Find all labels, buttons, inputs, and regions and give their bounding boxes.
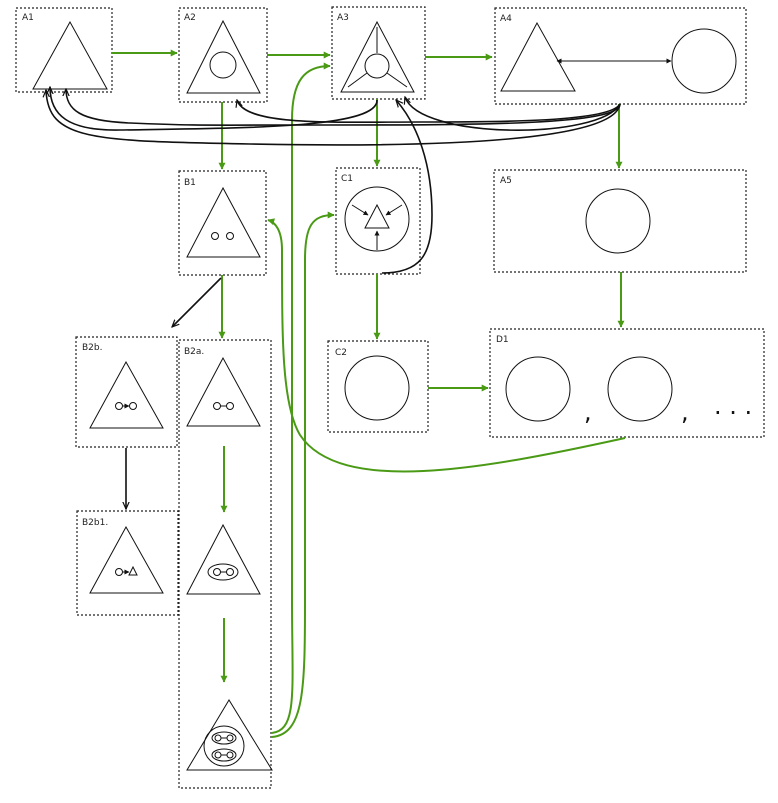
circle-shape xyxy=(671,28,737,94)
black-arrows xyxy=(46,87,621,509)
node-a5-label: A5 xyxy=(500,176,512,186)
arrow-a4-a1-lower xyxy=(46,90,621,146)
separator-comma: , xyxy=(681,398,689,426)
triangle-shape xyxy=(89,525,164,594)
node-c2: C2 xyxy=(327,340,429,433)
ellipsis: . . . xyxy=(714,392,752,420)
triangle-shape xyxy=(500,21,576,92)
node-b2b-label: B2b. xyxy=(82,343,102,353)
node-d1: D1 , , . . . xyxy=(489,328,765,438)
node-a4: A4 xyxy=(494,7,747,105)
arrow-a4-a2 xyxy=(237,100,621,124)
node-b2b: B2b. xyxy=(75,336,178,448)
triangle-shape xyxy=(186,356,261,427)
small-circle-shape xyxy=(115,402,123,410)
ellipse-group-shape xyxy=(207,563,239,581)
triangle-shape xyxy=(364,203,390,229)
ellipse-group-shape xyxy=(211,731,237,745)
arrow-a3-a1 xyxy=(50,87,378,131)
circle-shape xyxy=(505,356,571,422)
node-a2: A2 xyxy=(178,7,268,103)
node-a3: A3 xyxy=(331,6,426,100)
triangle-shape xyxy=(186,186,261,258)
circle-shape xyxy=(585,188,651,254)
node-a2-label: A2 xyxy=(184,13,196,23)
triangle-shape xyxy=(186,523,261,595)
green-arrows xyxy=(112,49,626,738)
node-b2a: B2a. xyxy=(178,339,273,789)
node-c1: C1 xyxy=(335,167,421,275)
arrow-a4-a3 xyxy=(405,97,621,131)
arrow-a4-a1 xyxy=(66,89,621,126)
node-a5: A5 xyxy=(493,169,747,273)
node-c1-label: C1 xyxy=(341,174,353,184)
node-b2b1-label: B2b1. xyxy=(82,518,108,528)
triangle-shape xyxy=(32,20,108,90)
triangle-shape xyxy=(89,360,164,429)
node-b2a-label: B2a. xyxy=(184,347,204,357)
node-c2-label: C2 xyxy=(335,348,347,358)
small-circle-shape xyxy=(226,232,234,240)
small-circle-shape xyxy=(211,232,219,240)
node-d1-label: D1 xyxy=(496,335,509,345)
inner-arrow xyxy=(351,204,369,216)
inner-arrow xyxy=(347,72,368,88)
node-a1: A1 xyxy=(15,7,113,93)
node-b1-label: B1 xyxy=(184,178,196,188)
small-triangle-shape xyxy=(128,565,138,576)
arrow-b2a-c1 xyxy=(271,211,335,738)
node-b1: B1 xyxy=(178,170,267,276)
triangle-shape xyxy=(340,20,415,93)
triangle-shape xyxy=(186,699,273,771)
small-circle-shape xyxy=(129,402,137,410)
small-circle-shape xyxy=(115,568,123,576)
arrow-b1-b2b xyxy=(172,277,222,327)
ellipse-group-shape xyxy=(211,748,237,762)
inner-arrow xyxy=(386,72,408,88)
node-a3-label: A3 xyxy=(337,13,349,23)
circle-shape xyxy=(607,356,673,422)
circle-shape xyxy=(209,51,237,79)
arrow-b2a-a3 xyxy=(271,62,331,734)
separator-comma: , xyxy=(584,398,592,426)
triangle-shape xyxy=(186,19,261,94)
arrow-c1-a3 xyxy=(381,100,433,274)
inner-arrow xyxy=(385,204,403,216)
circle-shape xyxy=(364,53,390,79)
node-b2b1: B2b1. xyxy=(76,510,179,616)
node-a1-label: A1 xyxy=(22,13,34,23)
circle-shape xyxy=(344,355,410,421)
node-a4-label: A4 xyxy=(500,14,512,24)
arrow-d1-b1 xyxy=(267,218,626,473)
circle-shape xyxy=(344,186,410,252)
circle-shape xyxy=(203,725,245,767)
